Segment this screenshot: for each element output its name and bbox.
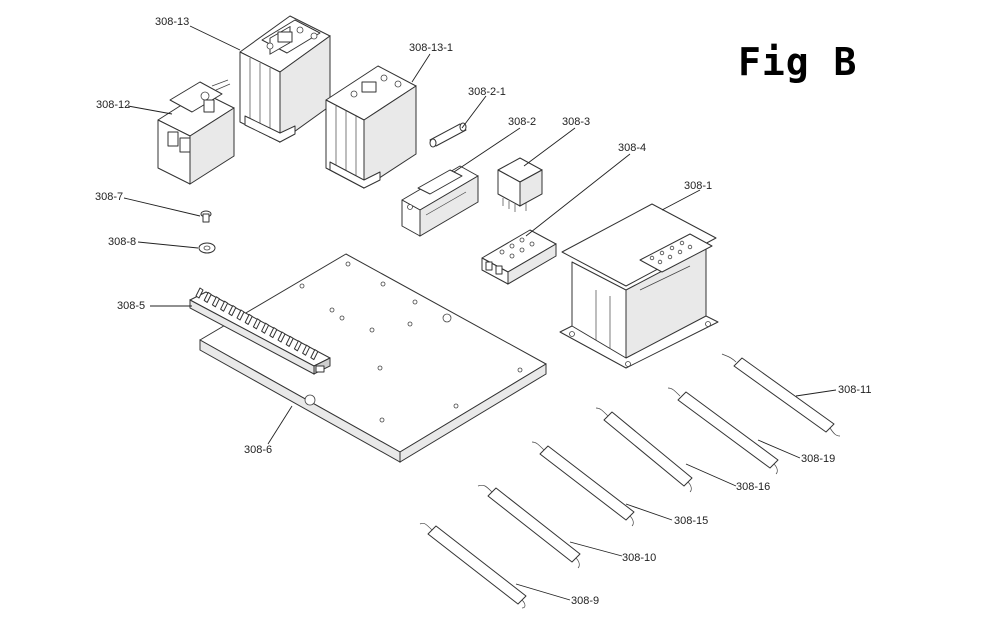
overload-relay-308-12 [157,79,235,185]
label-308-2-1: 308-2-1 [468,86,506,98]
washer-308-8 [198,242,216,254]
label-308-16: 308-16 [736,481,770,493]
wire-308-15 [531,441,635,527]
terminal-rib [228,305,237,317]
terminal-rib [310,349,319,361]
terminal-rib [236,309,245,321]
terminal-rib [252,318,261,330]
label-308-2: 308-2 [508,116,536,128]
leader-lines [123,25,837,601]
fuse-holder-308-2 [401,165,479,237]
label-308-9: 308-9 [571,595,599,607]
terminal-rib [302,344,311,356]
wire-308-9 [419,522,527,609]
fuse-308-2-1 [429,122,467,148]
relay-socket-308-4 [481,229,557,285]
label-308-12: 308-12 [96,99,130,111]
label-308-15: 308-15 [674,515,708,527]
label-308-10: 308-10 [622,552,656,564]
label-308-13: 308-13 [155,16,189,28]
label-308-5: 308-5 [117,300,145,312]
label-308-6: 308-6 [244,444,272,456]
terminal-rib [285,335,294,347]
terminal-rib [244,313,253,325]
label-308-4: 308-4 [618,142,646,154]
figure-title: Fig B [738,40,858,84]
label-308-19: 308-19 [801,453,835,465]
terminal-strip-308-5 [189,287,331,375]
terminal-rib [277,331,286,343]
contactor-308-13 [239,15,331,143]
terminal-rib [203,291,212,303]
relay-308-3 [497,157,543,212]
wire-308-10 [477,484,581,569]
terminal-rib [195,287,204,299]
wire-308-16 [595,407,693,493]
terminal-rib [261,322,270,334]
terminal-rib [220,300,229,312]
screw-308-7 [200,210,212,223]
label-308-7: 308-7 [95,191,123,203]
label-308-13-1: 308-13-1 [409,42,453,54]
base-plate-308-6 [199,253,547,463]
wire-308-19 [667,387,779,475]
wire-308-11 [721,353,841,437]
label-308-11: 308-11 [838,384,871,396]
terminal-rib [269,327,278,339]
contactor-308-13-1 [325,65,417,189]
label-308-1: 308-1 [684,180,712,192]
transformer-308-1 [559,203,719,369]
label-308-3: 308-3 [562,116,590,128]
terminal-rib [293,340,302,352]
part-labels: 308-13 308-13-1 308-12 308-2-1 308-2 308… [95,16,871,607]
terminal-rib [211,296,220,308]
label-308-8: 308-8 [108,236,136,248]
